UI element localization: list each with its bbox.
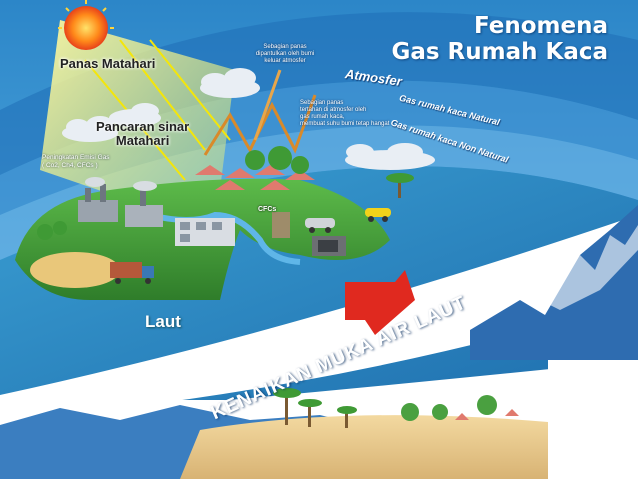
reflected-heat-note: Sebagian panas dipantulkan oleh bumi kel… (240, 44, 330, 65)
trapped-heat-note: Sebagian panas tertahan di atmosfer oleh… (300, 100, 410, 128)
appliance-icon (272, 212, 346, 256)
sun-rays-icon (58, 0, 114, 29)
escaping-heat-arrow (253, 69, 282, 141)
beach-huts-icon (455, 409, 519, 420)
mountain-snow (540, 225, 638, 310)
houses-icon (175, 218, 235, 246)
emission-label: Peningkatan Emisi Gas ( Co2, Ch4, CFCs ) (42, 154, 110, 170)
mountains-right (470, 205, 638, 360)
sun-radiation-label: Pancaran sinar Matahari (96, 120, 189, 148)
note-line: keluar atmosfer (264, 58, 306, 64)
note-line: Sebagian panas (300, 100, 344, 106)
note-line: Sebagian panas (263, 44, 307, 50)
label-line: ( Co2, Ch4, CFCs ) (42, 162, 98, 169)
factory-icon (78, 177, 118, 222)
label-line: Matahari (115, 133, 170, 148)
label-line: Pancaran sinar (96, 119, 190, 134)
car-icon (305, 218, 335, 233)
cloud-icon (200, 68, 260, 98)
down-arrow-icon (345, 270, 415, 335)
car-icon (365, 208, 391, 222)
sea-label: Laut (145, 312, 181, 331)
note-line: tertahan di atmosfer oleh (300, 107, 367, 113)
beach-palms-icon (273, 388, 357, 428)
beach-trees-icon (401, 395, 497, 421)
trees-icon (37, 146, 309, 240)
title-line-1: Fenomena (473, 13, 608, 39)
palm-tree-icon (386, 173, 414, 198)
page-title: Fenomena Gas Rumah Kaca (340, 13, 608, 65)
dry-field (30, 252, 120, 288)
label-line: Peningkatan Emisi Gas (42, 154, 110, 161)
factory-icon (125, 181, 163, 227)
title-line-2: Gas Rumah Kaca (391, 39, 608, 65)
white-band (0, 215, 638, 420)
note-line: dipantulkan oleh bumi (255, 51, 315, 57)
cfc-label: CFCs (258, 206, 277, 213)
sun-heat-label: Panas Matahari (60, 56, 156, 71)
atmosphere-band-natural (0, 80, 638, 216)
truck-icon (110, 262, 154, 284)
note-line: gas rumah kaca, (300, 114, 345, 120)
sun-icon (64, 6, 108, 50)
note-line: membuat suhu bumi tetap hangat (300, 121, 390, 127)
beach (180, 415, 548, 479)
atmosphere-band-non-natural (0, 125, 638, 260)
cloud-icon (345, 143, 435, 170)
cloud-icon (109, 103, 161, 127)
cloud-icon (62, 116, 118, 142)
village-roofs-icon (195, 165, 315, 190)
